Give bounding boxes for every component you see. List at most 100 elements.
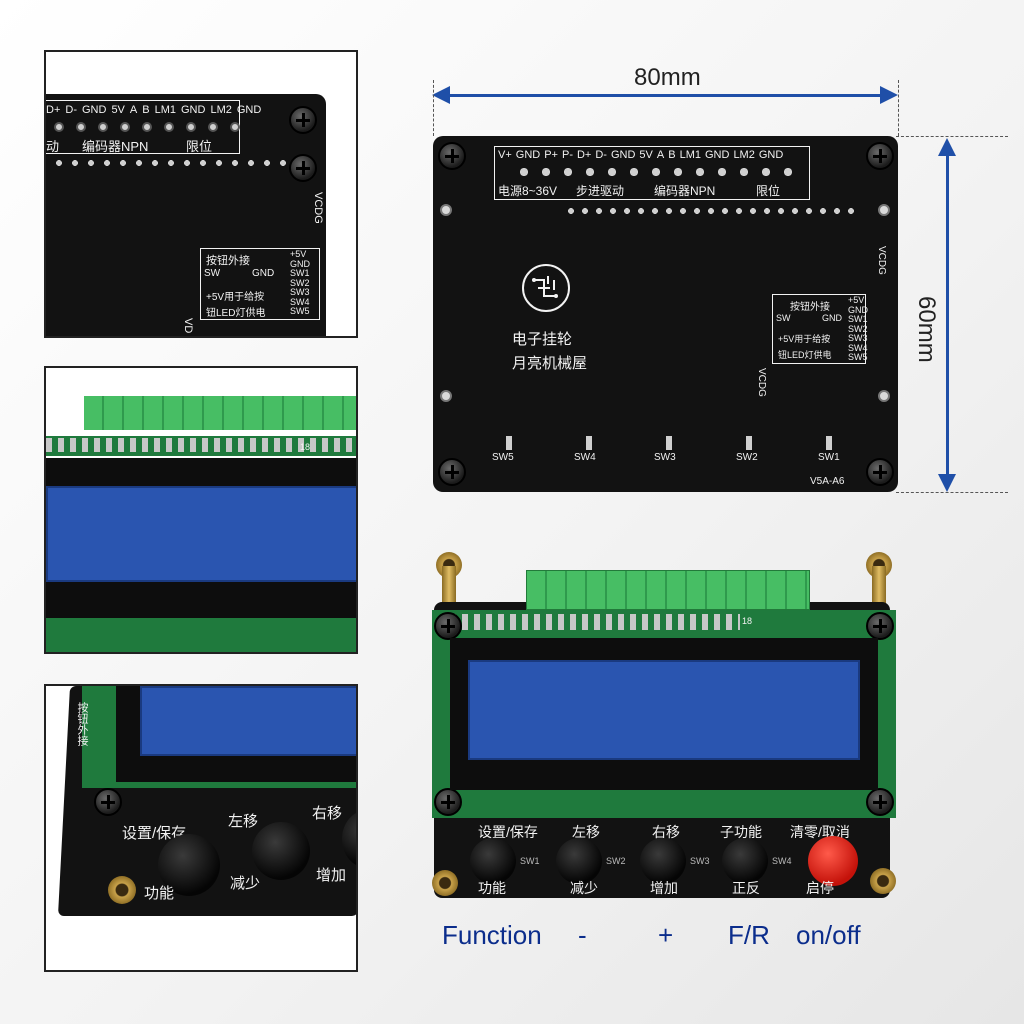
pin-sw4: SW4	[848, 342, 868, 353]
label-vplus: V+	[498, 149, 512, 161]
sw-label-3: SW3	[690, 856, 710, 866]
pin-sw5: SW5	[290, 306, 310, 316]
detail-panel-front: 按钮外接 设置/保存 左移 右移 功能 减少 增加	[44, 684, 358, 972]
label-gnd: GND	[236, 104, 262, 116]
terminal-pad-row	[518, 166, 806, 178]
label-gnd: GND	[515, 149, 541, 161]
label-gnd: GND	[81, 104, 107, 116]
brass-standoff	[432, 870, 458, 896]
pin-5v: +5V	[290, 249, 307, 259]
height-arrow-top	[938, 138, 956, 156]
pin-sw1: SW1	[848, 314, 868, 324]
height-label: 60mm	[913, 296, 940, 363]
terminal-labels-row: D+ D- GND 5V A B LM1 GND LM2 GND	[46, 104, 261, 116]
label-sub-function: 子功能	[720, 824, 762, 840]
sw-label-4: SW4	[772, 856, 792, 866]
button-box-note-1: +5V用于给按	[206, 292, 265, 303]
label-right-move: 右移	[652, 824, 680, 840]
group-label-stepper: 步进驱动	[576, 184, 625, 198]
mount-hole	[878, 204, 890, 216]
screw	[866, 612, 894, 640]
vcdg-label: VCDG	[312, 192, 324, 224]
dim-guide-right	[898, 80, 899, 136]
pin-sw2: SW2	[848, 323, 868, 334]
terminal-pad	[164, 122, 174, 132]
group-label-encoder: 编码器NPN	[654, 184, 716, 198]
caption-on-off: on/off	[796, 920, 861, 950]
label-start-stop: 启停	[806, 880, 834, 896]
screw	[289, 106, 317, 134]
switch-label-sw4: SW4	[574, 452, 596, 463]
button-box-sw: SW	[776, 313, 791, 323]
label-left-move: 左移	[572, 824, 600, 840]
label-5v: 5V	[639, 149, 653, 161]
pcb-back-crop	[46, 94, 326, 336]
detail-panel-lcd: 18	[44, 366, 358, 654]
button-box-note-1: +5V用于给按	[778, 334, 831, 344]
label-lm2: LM2	[733, 149, 755, 161]
version-label: V5A-A6	[810, 476, 845, 487]
label-a: A	[129, 104, 138, 116]
button-plus[interactable]	[640, 838, 686, 884]
lcd-pin-header	[450, 614, 740, 630]
pin-5v: +5V	[848, 295, 865, 305]
button-box-gnd: GND	[822, 313, 842, 323]
label-p-minus: P-	[561, 149, 573, 161]
label-forward-reverse: 正反	[732, 880, 760, 896]
vd-label: VD	[182, 318, 194, 334]
terminal-pad	[142, 122, 152, 132]
button-box-sw: SW	[204, 268, 221, 279]
pin-header-row	[566, 206, 856, 216]
group-label-limit: 限位	[756, 184, 781, 198]
logo-circuit-icon	[532, 276, 558, 298]
terminal-pad	[54, 122, 64, 132]
width-label: 80mm	[634, 64, 701, 91]
label-gnd: GND	[181, 104, 206, 116]
knob-plus	[342, 810, 356, 868]
sw-label-2: SW2	[606, 856, 626, 866]
screw	[438, 458, 466, 486]
label-a: A	[656, 149, 665, 161]
pin-sw5: SW5	[848, 352, 868, 362]
brass-standoff	[108, 876, 136, 904]
button-direction[interactable]	[722, 838, 768, 884]
terminal-block-strip	[84, 396, 356, 430]
label-set-save: 设置/保存	[122, 825, 187, 842]
screw	[866, 142, 894, 170]
button-function[interactable]	[470, 838, 516, 884]
label-b: B	[142, 104, 150, 116]
dim-guide-bottom	[896, 492, 1008, 493]
label-increase: 增加	[316, 867, 347, 884]
terminal-header-box	[494, 146, 810, 200]
button-minus[interactable]	[556, 838, 602, 884]
width-arrow-left	[432, 86, 450, 104]
label-right-move: 右移	[312, 805, 343, 822]
logo-icon	[522, 264, 570, 312]
switch-label-sw1: SW1	[818, 452, 840, 463]
mount-hole	[440, 390, 452, 402]
label-left-move: 左移	[228, 813, 259, 830]
caption-minus: -	[578, 920, 587, 950]
logo-line-2: 月亮机械屋	[512, 355, 588, 372]
pin-marker-18: 18	[742, 616, 753, 626]
label-5v: 5V	[111, 104, 125, 116]
terminal-top-labels: V+ GND P+ P- D+ D- GND 5V A B LM1 GND LM…	[498, 149, 783, 161]
button-box-gnd: GND	[252, 268, 275, 279]
side-label-button: 按钮外接	[76, 702, 88, 746]
switch-label-sw2: SW2	[736, 452, 758, 463]
label-decrease: 减少	[230, 875, 261, 892]
group-label-limit: 限位	[186, 139, 213, 154]
pin-sw1: SW1	[290, 268, 310, 278]
screw	[434, 612, 462, 640]
height-arrow-line	[946, 142, 949, 488]
caption-plus: +	[658, 920, 674, 950]
pin-header-row	[54, 158, 294, 168]
height-arrow-bottom	[938, 474, 956, 492]
label-d-minus: D-	[595, 149, 607, 161]
pin-header-row	[46, 438, 356, 452]
mount-hole	[440, 204, 452, 216]
vcdg-label: VCDG	[876, 246, 887, 275]
button-start-stop[interactable]	[808, 836, 858, 886]
logo-line-1: 电子挂轮	[512, 331, 573, 348]
brass-post	[442, 566, 456, 610]
